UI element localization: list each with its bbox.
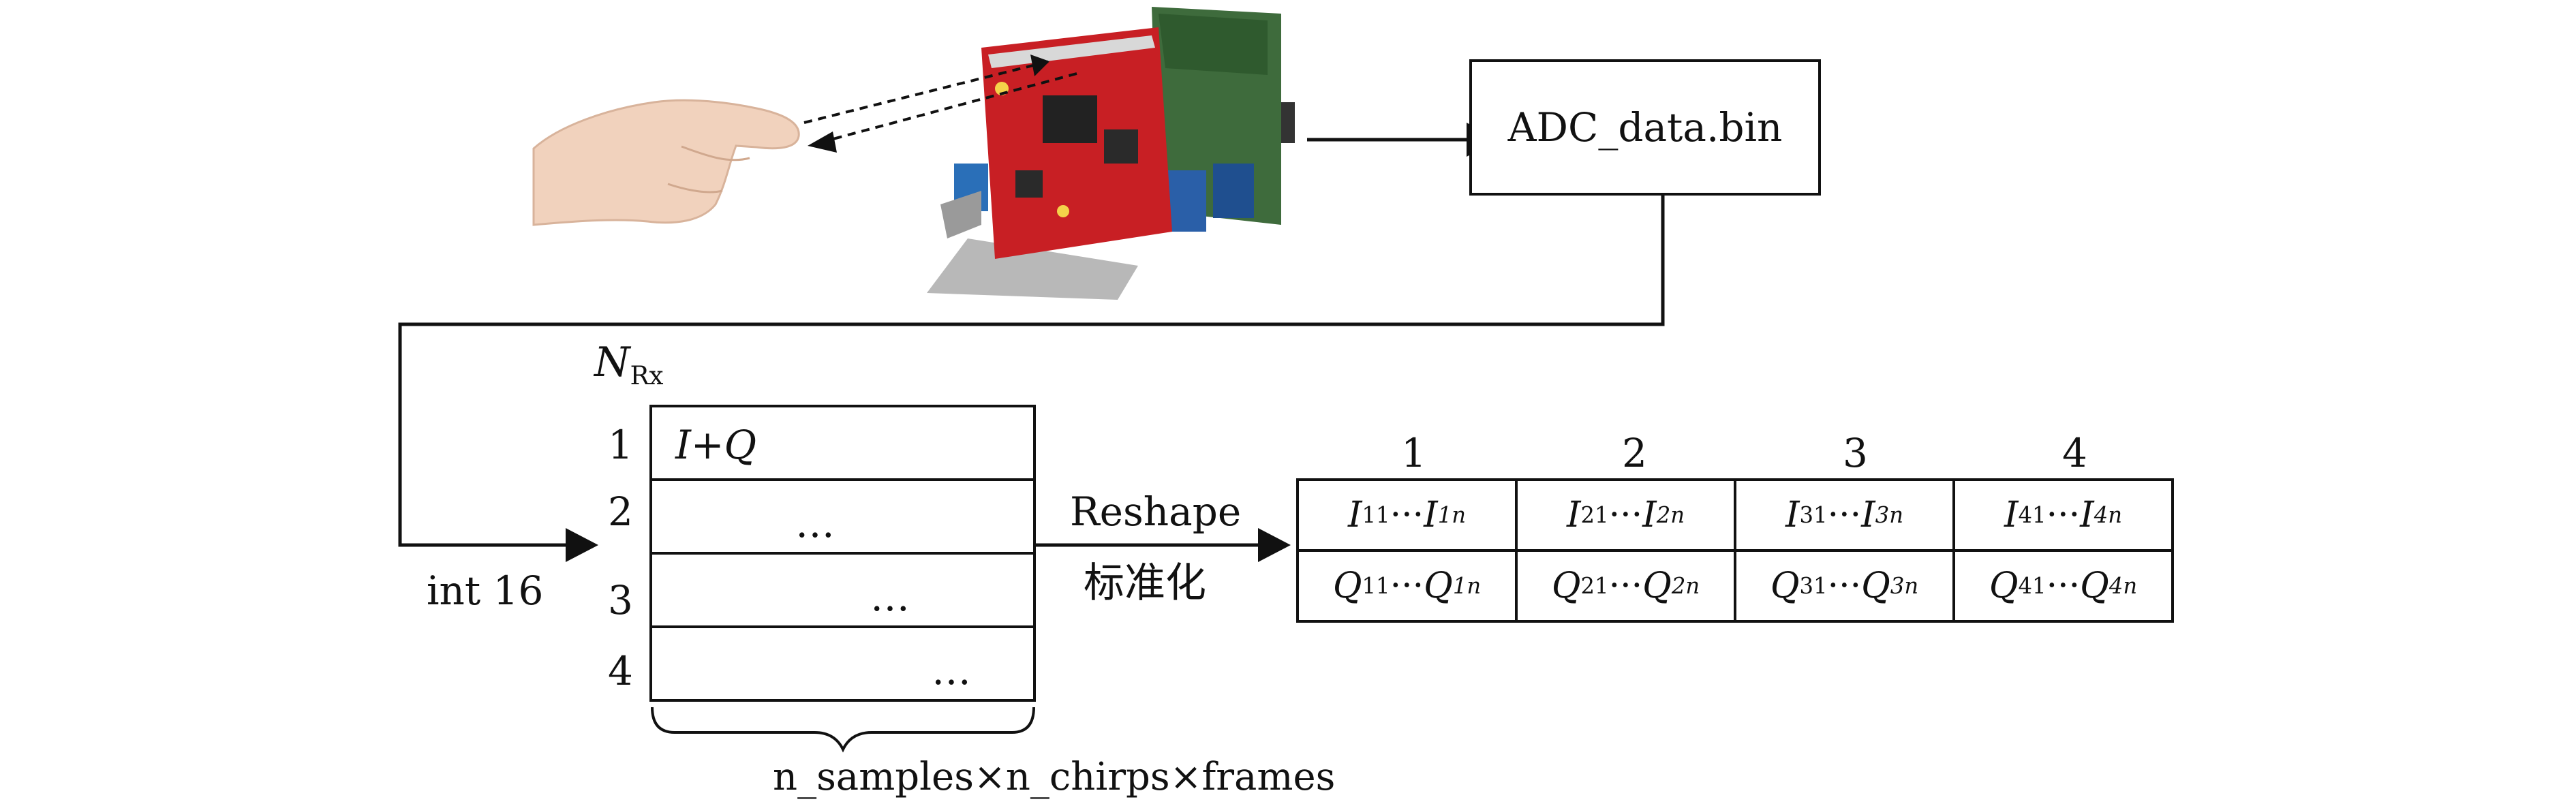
- channel-cell-end-subscript: 2n: [1671, 573, 1700, 599]
- channel-cell-end-symbol: Q: [1424, 565, 1453, 606]
- arrow-file-to-table: [398, 193, 1665, 547]
- rx-row-2-content: …: [795, 500, 836, 546]
- channel-cell-end-subscript: 4n: [2109, 573, 2138, 599]
- signal-arrowhead-outbound: [1030, 55, 1049, 76]
- radar-board-image: [927, 7, 1295, 300]
- transform-label-normalize: 标准化: [1084, 559, 1206, 607]
- channel-cell-start-subscript: 11: [1362, 502, 1390, 528]
- channel-cell-end-symbol: Q: [1642, 565, 1672, 606]
- rx-index-3: 3: [608, 577, 633, 623]
- rx-row-2: …: [649, 478, 1036, 555]
- brace-label: n_samples×n_chirps×frames: [773, 755, 1336, 799]
- channel-cell-start-symbol: I: [1567, 495, 1581, 536]
- channel-cell-end-symbol: I: [1424, 495, 1438, 536]
- datatype-label: int 16: [427, 568, 544, 614]
- arrowhead-file-to-table: [566, 528, 598, 562]
- rx-row-3: …: [649, 552, 1036, 628]
- channel-cell-start-subscript: 31: [1799, 502, 1828, 528]
- channel-cell-start-symbol: I: [2004, 495, 2019, 536]
- rx-axis-subscript: Rx: [630, 360, 664, 390]
- signal-arrow-return: [817, 72, 1077, 144]
- channel-cell-end-subscript: 1n: [1452, 573, 1482, 599]
- channel-cell-end-symbol: Q: [1861, 565, 1890, 606]
- channel-header-4: 4: [2062, 430, 2087, 476]
- channel-cell-dots: ···: [1390, 565, 1424, 606]
- rx-row-1: I+Q: [649, 405, 1036, 481]
- brace: [651, 707, 1035, 753]
- rx-row-1-content: I+Q: [675, 422, 757, 468]
- rx-axis-symbol: N: [594, 339, 630, 386]
- channel-cell-end-symbol: I: [1861, 495, 1875, 536]
- rx-axis-label: NRx: [594, 342, 663, 388]
- channel-cell-start-symbol: Q: [1989, 565, 2019, 606]
- channel-cell-dots: ···: [1608, 565, 1643, 606]
- channel-cell-start-subscript: 31: [1799, 573, 1828, 599]
- channel-cell-start-subscript: 21: [1580, 502, 1609, 528]
- rx-row-3-content: …: [870, 574, 911, 620]
- channel-cell-end-symbol: Q: [2080, 565, 2109, 606]
- rx-index-4: 4: [608, 648, 633, 694]
- channel-cell-start-subscript: 11: [1362, 573, 1390, 599]
- channel-cell-dots: ···: [1608, 495, 1643, 536]
- rx-index-2: 2: [608, 489, 633, 535]
- channel-cell-end-symbol: I: [1642, 495, 1657, 536]
- channel-cell-start-subscript: 41: [2018, 573, 2046, 599]
- channel-header-2: 2: [1622, 430, 1647, 476]
- channel-header-1: 1: [1401, 430, 1426, 476]
- channel-cell-end-subscript: 3n: [1875, 502, 1903, 528]
- adc-data-file-label: ADC_data.bin: [1507, 104, 1783, 151]
- channel-cell-start-symbol: Q: [1770, 565, 1800, 606]
- rx-row-4-content: …: [932, 647, 972, 694]
- rx-row-4: …: [649, 625, 1036, 702]
- channel-cell-dots: ···: [1827, 565, 1862, 606]
- arrowhead-reshape: [1258, 528, 1291, 562]
- channel-cell-end-subscript: 2n: [1656, 502, 1685, 528]
- channel-cell-start-symbol: Q: [1551, 565, 1581, 606]
- rx-index-1: 1: [608, 422, 633, 468]
- channel-cell-start-symbol: Q: [1332, 565, 1362, 606]
- signal-arrowhead-return: [808, 131, 837, 153]
- channel-cell-end-symbol: I: [2080, 495, 2094, 536]
- channel-cell-end-subscript: 1n: [1437, 502, 1466, 528]
- channel-cell-start-subscript: 21: [1580, 573, 1609, 599]
- channel-header-3: 3: [1843, 430, 1868, 476]
- channel-cell-end-subscript: 4n: [2094, 502, 2122, 528]
- channel-cell-dots: ···: [2046, 495, 2081, 536]
- channel-cell-start-symbol: I: [1785, 495, 1800, 536]
- channel-cell-start-subscript: 41: [2018, 502, 2046, 528]
- channel-cell-start-symbol: I: [1348, 495, 1362, 536]
- channel-cell-dots: ···: [1827, 495, 1862, 536]
- channel-cell-dots: ···: [1390, 495, 1424, 536]
- adc-data-file-box: ADC_data.bin: [1469, 59, 1821, 196]
- hand-image: [532, 99, 800, 226]
- transform-label-reshape: Reshape: [1070, 489, 1242, 535]
- channel-cell-dots: ···: [2046, 565, 2081, 606]
- channel-cell-end-subscript: 3n: [1890, 573, 1919, 599]
